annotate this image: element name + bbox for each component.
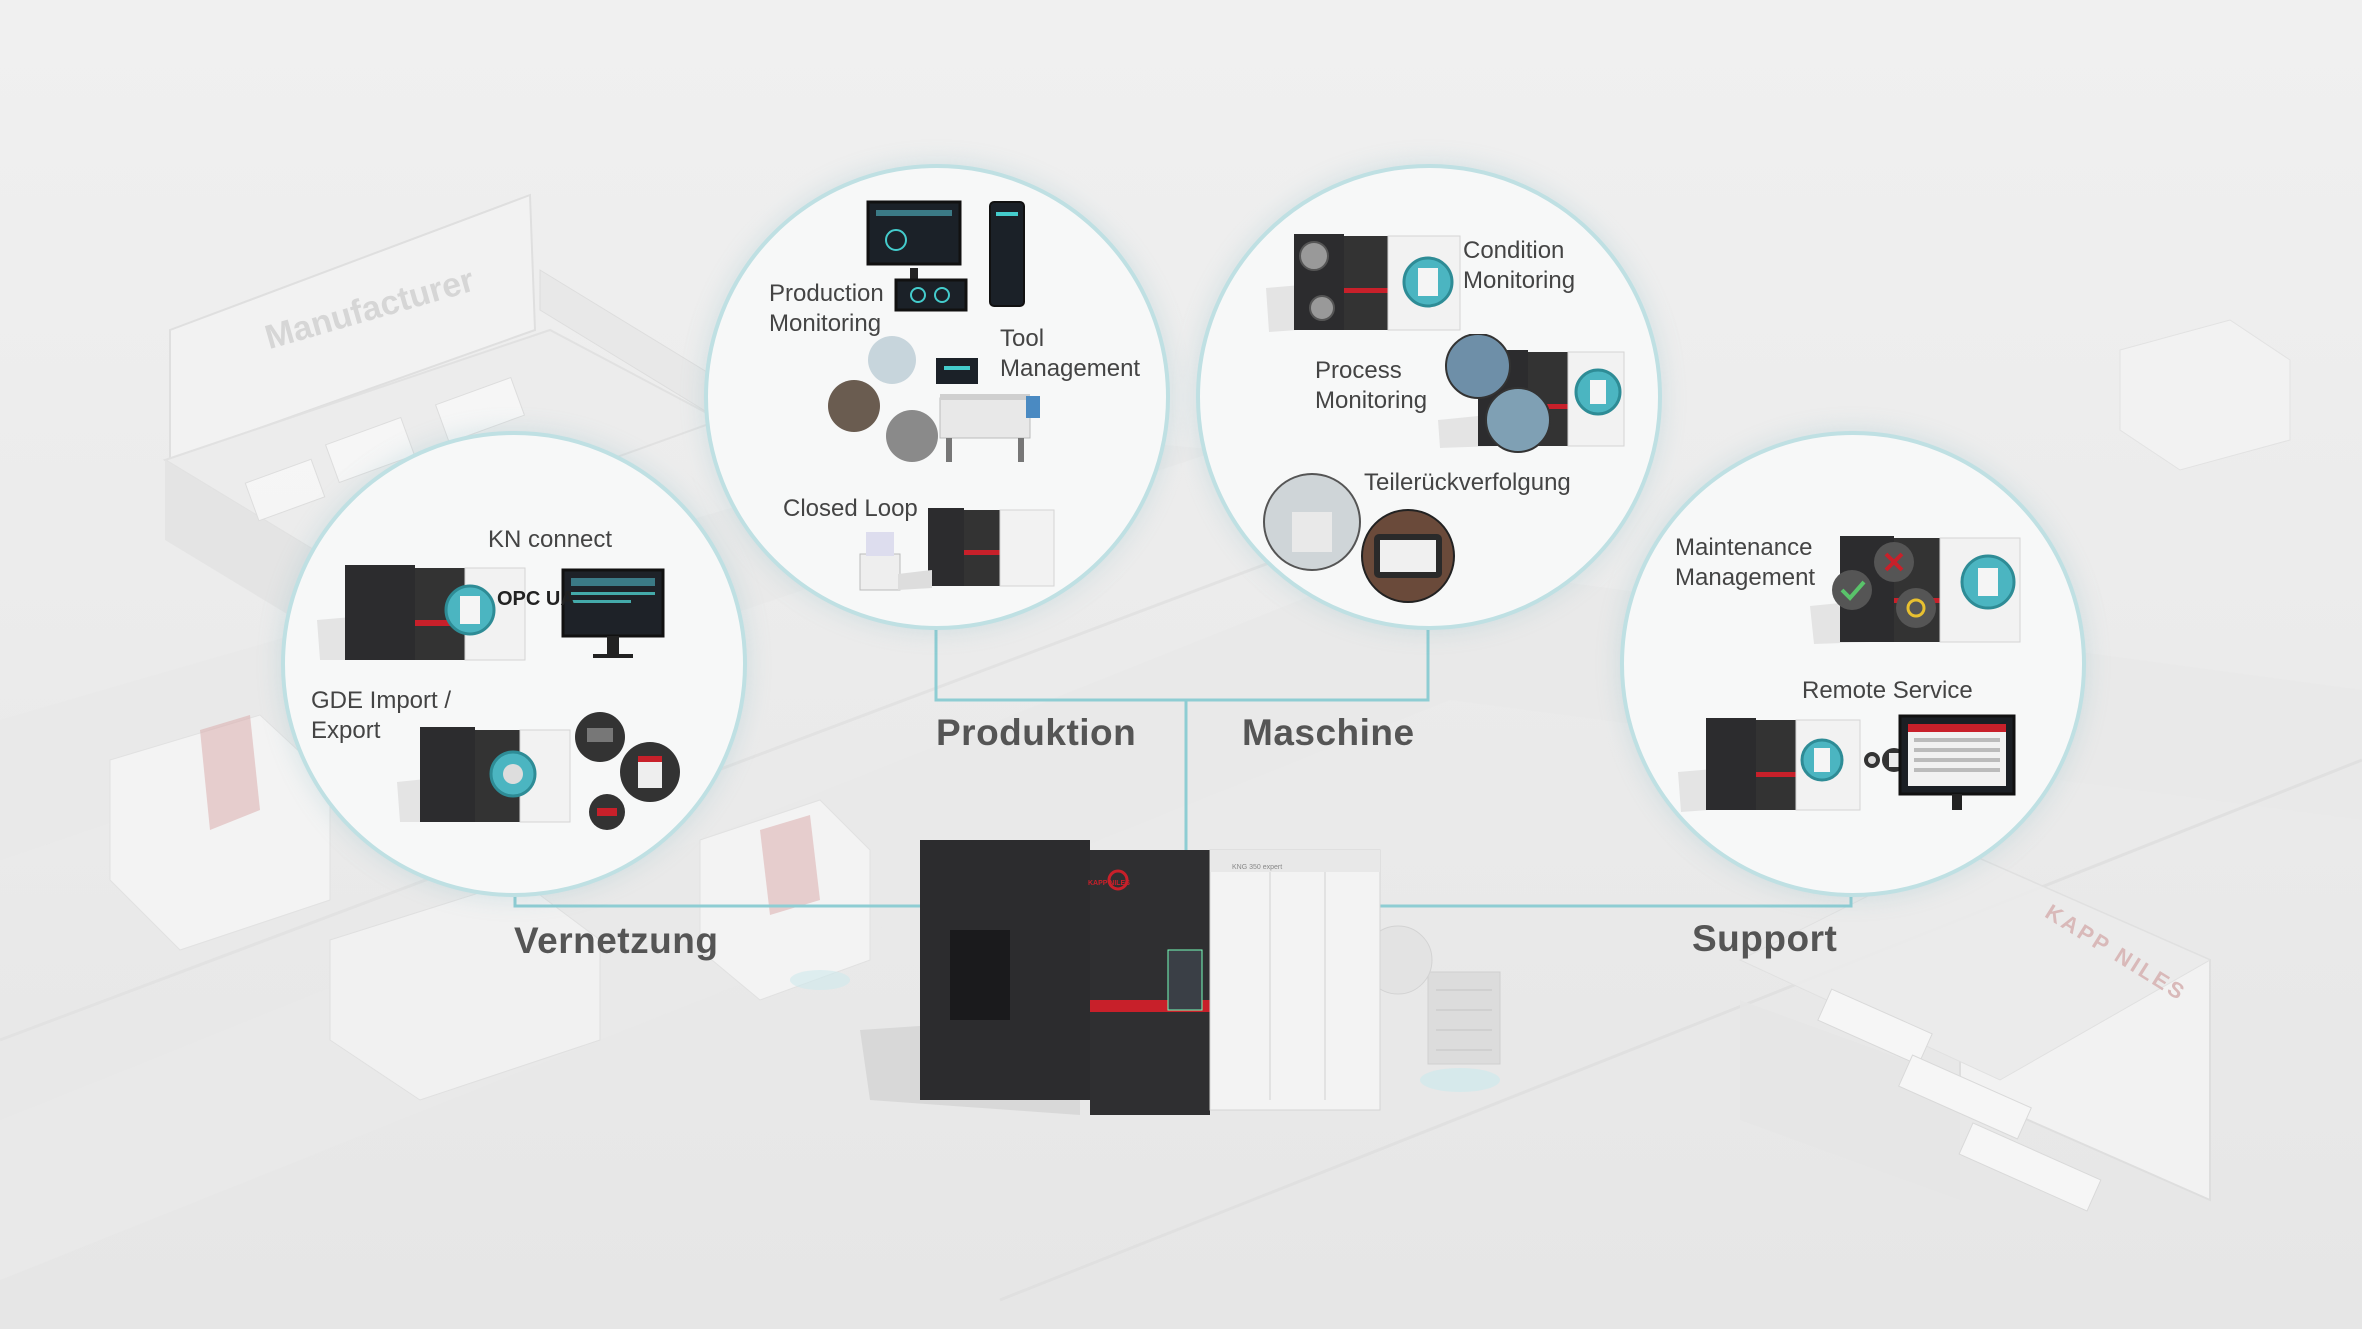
tool-holder-icon: [1026, 396, 1040, 418]
machine-model-plate: KNG 350 expert: [1232, 864, 1283, 871]
wrench-icon: [1896, 588, 1936, 628]
label-gde-import-export: GDE Import / Export: [311, 687, 452, 744]
label-maintenance-management: Maintenance Management: [1675, 534, 1816, 591]
maintenance-management-illustration: [1810, 536, 2021, 644]
machine-brand-plate: KAPP NILES: [1088, 880, 1130, 887]
category-produktion: Produktion: [936, 712, 1137, 753]
condition-monitoring-illustration: [1266, 234, 1461, 332]
teilerueckverfolgung-illustration: [1263, 473, 1455, 603]
tool-management-illustration: [828, 336, 1040, 462]
production-monitoring-illustration: [866, 200, 1025, 312]
label-tool-management: Tool Management: [1000, 325, 1141, 382]
background-box-right: [2119, 319, 2291, 471]
server-rack: [1427, 971, 1501, 1065]
check-icon: [1832, 570, 1872, 610]
opc-ua-badge: OPC UA: [497, 588, 575, 610]
remote-service-illustration: [1678, 714, 2016, 812]
kn-connect-illustration: [317, 565, 665, 661]
category-maschine: Maschine: [1242, 712, 1415, 753]
background-machines-left: [109, 714, 871, 1101]
gde-illustration: [397, 712, 680, 830]
label-condition-monitoring: Condition Monitoring: [1463, 237, 1576, 294]
center-machine: [860, 840, 1381, 1115]
label-remote-service: Remote Service: [1802, 677, 1973, 704]
label-production-monitoring: Production Monitoring: [769, 280, 884, 337]
label-process-monitoring: Process Monitoring: [1315, 357, 1428, 414]
label-kn-connect: KN connect: [488, 526, 613, 553]
label-teilerueckverfolgung: Teilerückverfolgung: [1364, 469, 1571, 496]
category-vernetzung: Vernetzung: [514, 920, 719, 961]
category-support: Support: [1692, 918, 1838, 959]
circle-support: [1620, 431, 2086, 897]
kapp-niles-booth: [1738, 848, 2212, 1212]
closed-loop-illustration: [859, 508, 1055, 591]
label-closed-loop: Closed Loop: [783, 495, 918, 522]
process-monitoring-illustration: [1438, 334, 1625, 453]
